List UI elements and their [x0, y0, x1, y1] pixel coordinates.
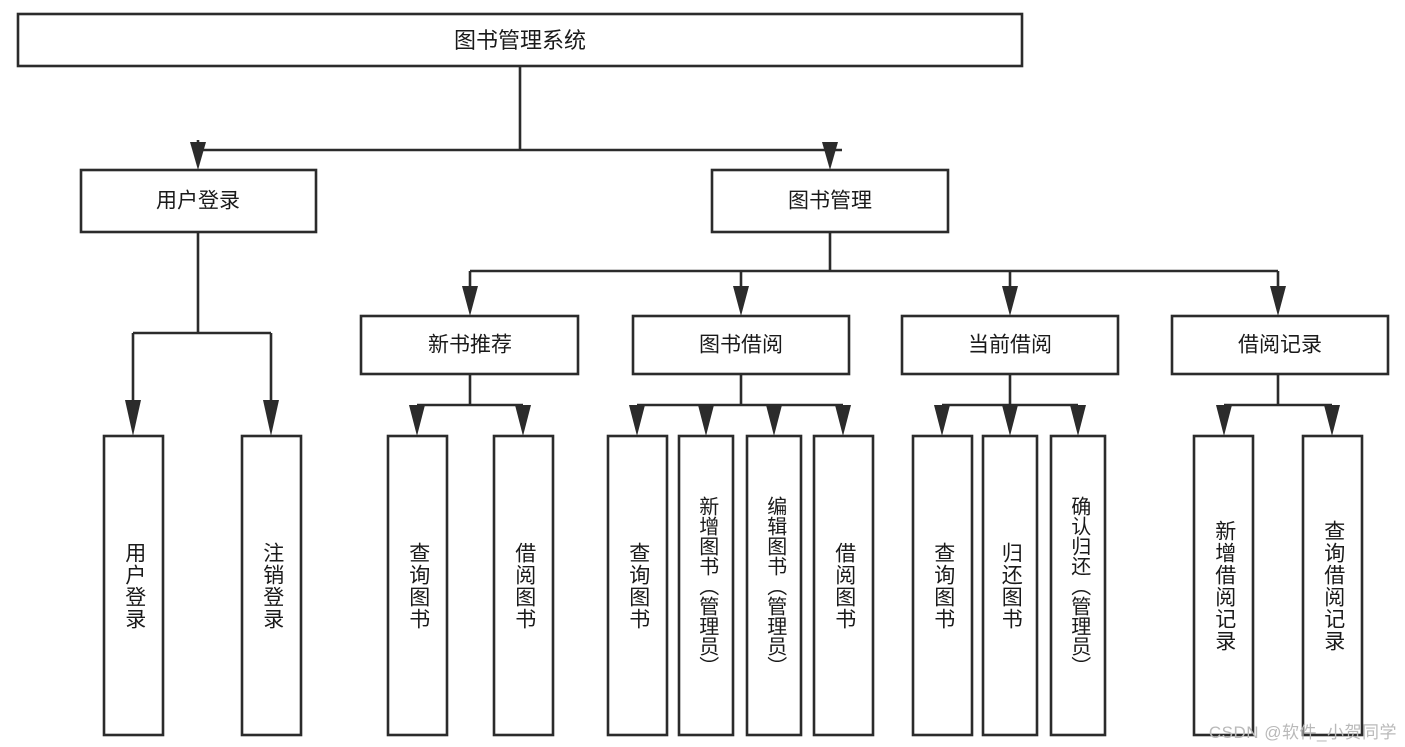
node-user-login-box[interactable] — [79, 168, 318, 234]
arrowhead-leaf-edit-book — [766, 405, 782, 436]
node-borrow-record-box[interactable] — [1170, 314, 1390, 376]
node-new-book-recommend-box[interactable] — [359, 314, 580, 376]
node-new-book-recommend[interactable]: 新书推荐 — [359, 314, 580, 376]
node-leaf-add-book-box[interactable] — [677, 434, 735, 737]
node-leaf-borrow-book-1-box[interactable] — [492, 434, 555, 737]
node-leaf-borrow-book-2-box[interactable] — [812, 434, 875, 737]
arrowhead-leaf-add-book — [698, 405, 714, 436]
node-root[interactable]: 图书管理系统 — [16, 12, 1024, 68]
node-book-manage[interactable]: 图书管理 — [710, 168, 950, 234]
node-leaf-return-book-box[interactable] — [981, 434, 1039, 737]
arrowhead-leaf-confirm-return — [1070, 405, 1086, 436]
node-current-borrow-label: 当前借阅 — [968, 334, 1052, 357]
node-book-borrow-label: 图书借阅 — [699, 334, 783, 357]
node-root-box[interactable] — [16, 12, 1024, 68]
arrowhead-book-manage — [822, 142, 838, 170]
node-current-borrow[interactable]: 当前借阅 — [900, 314, 1120, 376]
node-leaf-confirm-return-box[interactable] — [1049, 434, 1107, 737]
arrowhead-leaf-return-book — [1002, 405, 1018, 436]
arrowhead-new-book-recommend — [462, 286, 478, 316]
arrowhead-leaf-user-login — [125, 400, 141, 436]
node-leaf-add-record-box[interactable] — [1192, 434, 1255, 737]
node-leaf-query-record-box[interactable] — [1301, 434, 1364, 737]
node-leaf-query-book-2-box[interactable] — [606, 434, 669, 737]
arrowhead-current-borrow — [1002, 286, 1018, 316]
leaf-boxes-layer — [102, 434, 1364, 737]
node-book-borrow-box[interactable] — [631, 314, 851, 376]
node-leaf-edit-book-box[interactable] — [745, 434, 803, 737]
arrowhead-leaf-logout — [263, 400, 279, 436]
node-user-login[interactable]: 用户登录 — [79, 168, 318, 234]
arrowhead-user-login — [190, 142, 206, 170]
node-book-borrow[interactable]: 图书借阅 — [631, 314, 851, 376]
arrowhead-borrow-record — [1270, 286, 1286, 316]
arrowhead-leaf-query-book-1 — [409, 405, 425, 436]
node-leaf-query-book-1-box[interactable] — [386, 434, 449, 737]
connector-layer — [125, 66, 1340, 436]
node-new-book-recommend-label: 新书推荐 — [428, 334, 512, 357]
node-book-manage-label: 图书管理 — [788, 190, 872, 213]
arrowhead-leaf-borrow-book-2 — [835, 405, 851, 436]
node-leaf-logout-box[interactable] — [240, 434, 303, 737]
node-leaf-user-login-box[interactable] — [102, 434, 165, 737]
node-borrow-record-label: 借阅记录 — [1238, 334, 1322, 357]
arrowhead-book-borrow — [733, 286, 749, 316]
node-borrow-record[interactable]: 借阅记录 — [1170, 314, 1390, 376]
arrowhead-leaf-add-record — [1216, 405, 1232, 436]
arrowhead-leaf-borrow-book-1 — [515, 405, 531, 436]
node-leaf-query-book-3-box[interactable] — [911, 434, 974, 737]
node-user-login-label: 用户登录 — [156, 190, 240, 213]
node-current-borrow-box[interactable] — [900, 314, 1120, 376]
node-book-manage-box[interactable] — [710, 168, 950, 234]
arrowhead-leaf-query-book-2 — [629, 405, 645, 436]
arrowhead-leaf-query-record — [1324, 405, 1340, 436]
csdn-watermark: CSDN @软件_小贺同学 — [1208, 723, 1397, 742]
arrowhead-leaf-query-book-3 — [934, 405, 950, 436]
node-root-label: 图书管理系统 — [454, 28, 586, 53]
